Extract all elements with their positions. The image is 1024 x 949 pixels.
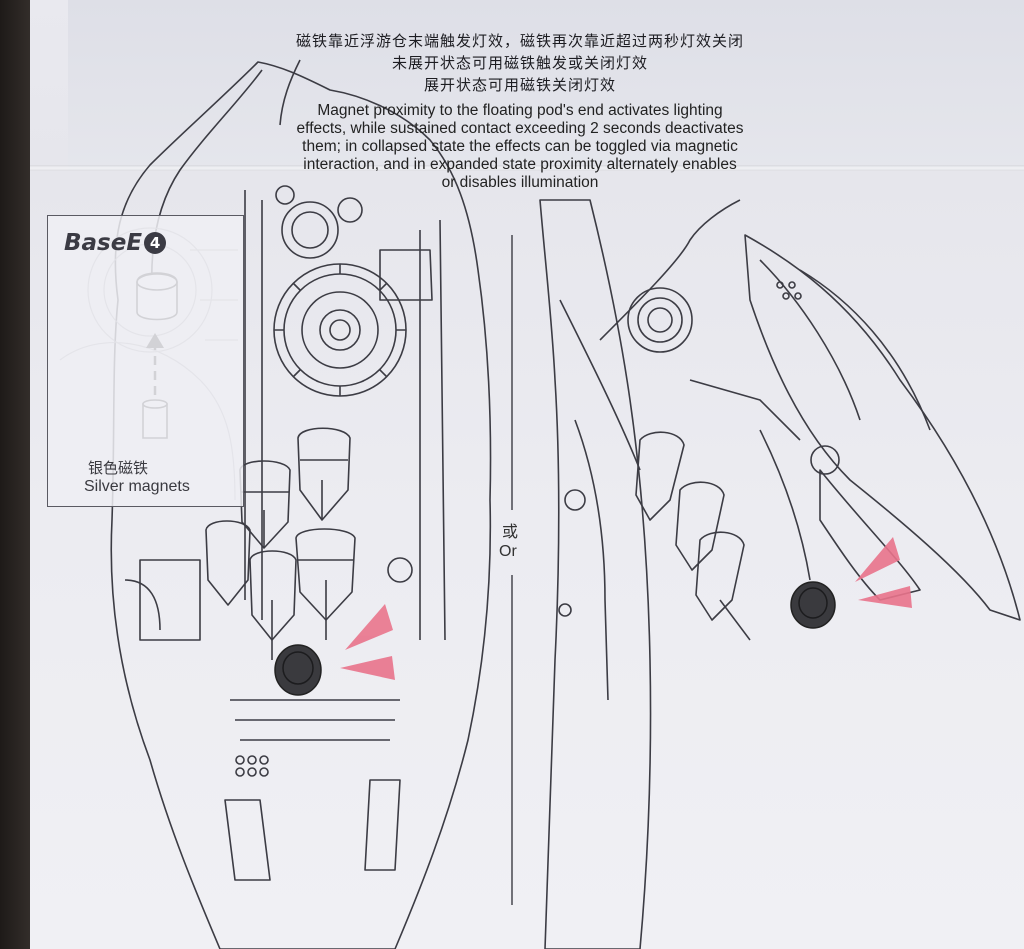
left-funnel-5	[249, 550, 297, 641]
magnet-label-en: Silver magnets	[84, 478, 190, 495]
instruction-zh-line-3: 展开状态可用磁铁关闭灯效	[423, 76, 616, 94]
pink-pointer-icon	[340, 537, 912, 680]
magnet-icon	[274, 581, 836, 696]
inset-detail-box	[47, 215, 244, 507]
instruction-en-block: Magnet proximity to the floating pod's e…	[150, 102, 890, 192]
right-wing	[744, 234, 1021, 621]
left-funnel-2	[239, 460, 291, 549]
or-label-zh: 或	[502, 522, 519, 541]
instruction-en-line-2: effects, while sustained contact exceedi…	[296, 120, 744, 137]
left-funnel-3	[295, 528, 356, 621]
right-funnel-3	[695, 531, 745, 621]
part-label-text: BaseE	[64, 230, 143, 256]
instruction-zh-line-1: 磁铁靠近浮游仓末端触发灯效，磁铁再次靠近超过两秒灯效关闭	[295, 32, 744, 50]
instruction-en-line-5: or disables illumination	[441, 174, 599, 191]
instruction-zh-line-2: 未展开状态可用磁铁触发或关闭灯效	[391, 54, 648, 72]
right-funnel-2	[675, 481, 725, 571]
left-funnel-4	[205, 520, 251, 606]
instruction-en-line-3: them; in collapsed state the effects can…	[302, 138, 738, 155]
instruction-en-line-4: interaction, and in expanded state proxi…	[303, 156, 737, 173]
part-number-badge: 4	[144, 232, 167, 254]
instruction-en-line-1: Magnet proximity to the floating pod's e…	[317, 102, 723, 119]
right-funnel-1	[635, 431, 685, 521]
magnet-label-zh: 银色磁铁	[88, 459, 149, 477]
right-pod-body	[539, 199, 652, 949]
sheet-top-panel	[68, 0, 1024, 170]
paper-fold	[30, 165, 1024, 171]
instruction-text: 磁铁靠近浮游仓末端触发灯效，磁铁再次靠近超过两秒灯效关闭 未展开状态可用磁铁触发…	[150, 30, 890, 192]
or-label-en: Or	[499, 543, 517, 560]
left-funnel-1	[297, 427, 351, 521]
